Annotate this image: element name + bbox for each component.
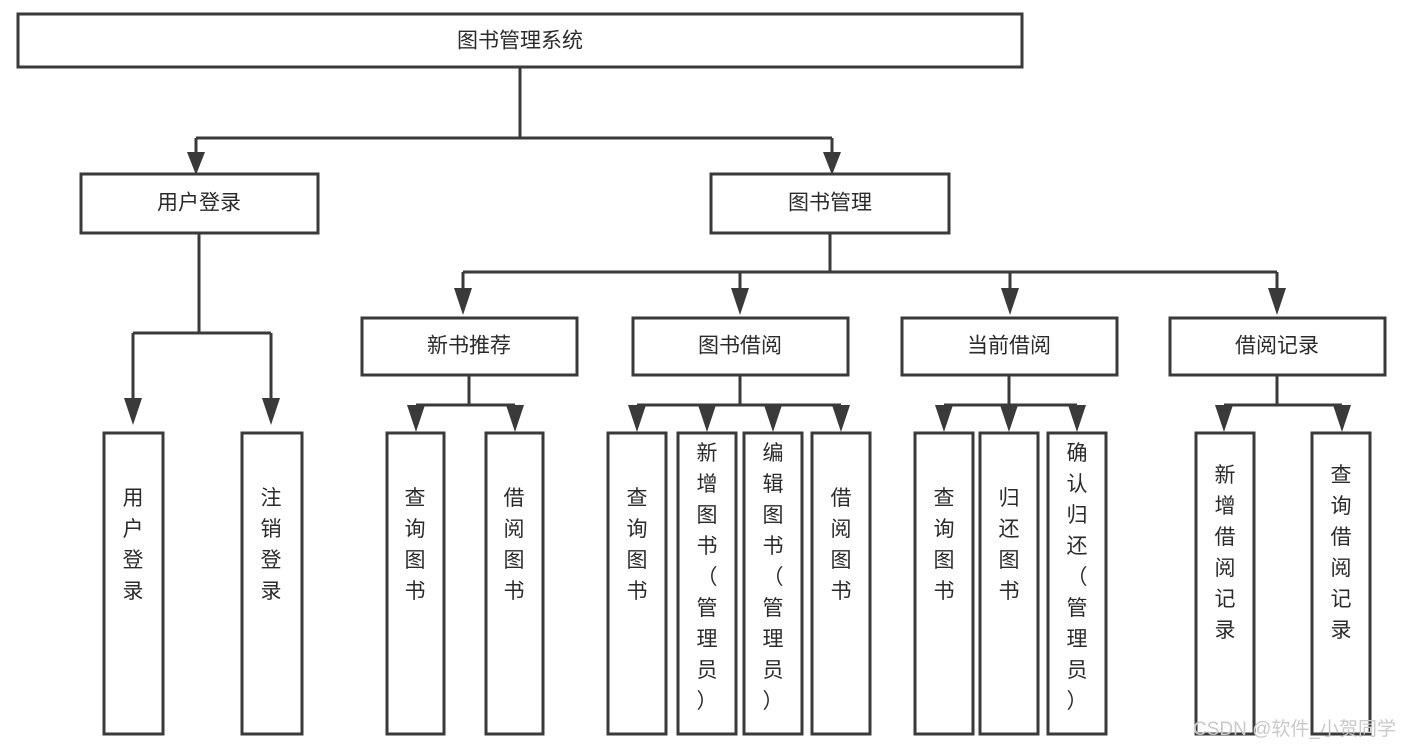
arrow-head-leaf-user-login (124, 398, 142, 425)
leaf-add-book-box[interactable] (676, 431, 738, 736)
leaf-confirm-return-label: 确认归还（管理员） (1067, 442, 1088, 713)
arrow-head-leaf-query-book-2 (628, 405, 646, 432)
leaf-return-book-box[interactable] (978, 431, 1040, 736)
leaf-user-login[interactable]: 用户登录 (102, 431, 165, 736)
connector-root-to-level2 (194, 67, 834, 158)
leaf-query-book-2-box[interactable] (606, 431, 668, 736)
leaf-query-book-1-box[interactable] (385, 431, 446, 736)
leaf-query-record-box[interactable] (1310, 431, 1372, 736)
arrow-head-leaf-user-logout (262, 398, 280, 425)
connector-bookmanage-to-level3 (461, 233, 1279, 292)
leaf-borrow-book-2-label: 借阅图书 (831, 487, 852, 603)
arrow-head-book-manage (823, 152, 841, 175)
leaf-query-book-3[interactable]: 查询图书 (913, 431, 975, 736)
leaf-query-book-1[interactable]: 查询图书 (385, 431, 446, 736)
leaf-add-record-label: 新增借阅记录 (1215, 464, 1236, 642)
leaf-borrow-book-2-box[interactable] (810, 431, 872, 736)
connector-borrowrecord-to-leaves (1222, 375, 1344, 412)
leaf-query-book-3-box[interactable] (913, 431, 975, 736)
arrow-head-leaf-query-book-1 (407, 405, 425, 432)
node-root[interactable]: 图书管理系统 (16, 12, 1024, 69)
connector-layer (124, 67, 1351, 432)
node-borrow-record[interactable]: 借阅记录 (1168, 316, 1387, 377)
node-book-borrow-label: 图书借阅 (698, 335, 782, 358)
node-new-book-recommend[interactable]: 新书推荐 (360, 316, 579, 377)
arrow-head-leaf-query-record (1333, 405, 1351, 432)
node-root-box[interactable] (16, 12, 1024, 69)
arrow-head-new-book-recommend (454, 288, 472, 315)
arrow-head-leaf-borrow-book-1 (506, 405, 524, 432)
leaf-borrow-book-2[interactable]: 借阅图书 (810, 431, 872, 736)
node-book-manage-label: 图书管理 (788, 192, 872, 215)
leaf-add-book[interactable]: 新增图书（管理员） (676, 431, 738, 736)
leaf-confirm-return[interactable]: 确认归还（管理员） (1046, 431, 1108, 736)
leaf-user-logout-label: 注销登录 (261, 487, 282, 603)
leaf-add-record-box[interactable] (1194, 431, 1256, 736)
leaf-borrow-book-1-label: 借阅图书 (504, 487, 525, 603)
node-current-borrow-box[interactable] (900, 316, 1119, 377)
leaf-borrow-book-1[interactable]: 借阅图书 (484, 431, 545, 736)
leaf-query-book-1-label: 查询图书 (405, 487, 426, 603)
leaf-user-login-box[interactable] (102, 431, 165, 736)
arrow-head-leaf-borrow-book-2 (832, 405, 850, 432)
node-borrow-record-label: 借阅记录 (1235, 335, 1319, 358)
connector-newbook-to-leaves (414, 375, 517, 412)
arrow-head-book-borrow (731, 288, 749, 315)
leaf-add-record[interactable]: 新增借阅记录 (1194, 431, 1256, 736)
leaf-edit-book[interactable]: 编辑图书（管理员） (742, 431, 804, 736)
connector-userlogin-to-leaves (131, 233, 273, 400)
leaf-query-record-label: 查询借阅记录 (1331, 464, 1352, 642)
arrow-head-borrow-record (1268, 288, 1286, 315)
connector-bookborrow-to-leaves (635, 375, 843, 412)
node-book-manage[interactable]: 图书管理 (709, 172, 951, 235)
node-current-borrow[interactable]: 当前借阅 (900, 316, 1119, 377)
node-root-label: 图书管理系统 (457, 30, 583, 53)
arrow-head-user-login (187, 152, 205, 175)
leaf-query-book-2-label: 查询图书 (627, 487, 648, 603)
node-book-borrow-box[interactable] (631, 316, 850, 377)
node-new-book-recommend-box[interactable] (360, 316, 579, 377)
leaf-query-record[interactable]: 查询借阅记录 (1310, 431, 1372, 736)
node-book-borrow[interactable]: 图书借阅 (631, 316, 850, 377)
leaf-edit-book-box[interactable] (742, 431, 804, 736)
node-user-login-label: 用户登录 (157, 192, 241, 215)
leaf-return-book-label: 归还图书 (999, 487, 1020, 603)
arrow-head-leaf-query-book-3 (935, 405, 953, 432)
leaf-return-book[interactable]: 归还图书 (978, 431, 1040, 736)
leaf-user-login-label: 用户登录 (123, 487, 144, 603)
leaf-add-book-label: 新增图书（管理员） (697, 442, 718, 713)
csdn-watermark: CSDN @软件_小贺同学 (1193, 718, 1396, 740)
node-new-book-recommend-label: 新书推荐 (427, 335, 511, 358)
leaf-user-logout-box[interactable] (240, 431, 304, 736)
node-borrow-record-box[interactable] (1168, 316, 1387, 377)
leaf-query-book-2[interactable]: 查询图书 (606, 431, 668, 736)
leaf-query-book-3-label: 查询图书 (934, 487, 955, 603)
arrow-head-leaf-edit-book (764, 405, 782, 432)
node-user-login[interactable]: 用户登录 (79, 172, 320, 235)
node-user-login-box[interactable] (79, 172, 320, 235)
arrow-head-leaf-return-book (1000, 405, 1018, 432)
arrow-head-current-borrow (1001, 288, 1019, 315)
leaf-user-logout[interactable]: 注销登录 (240, 431, 304, 736)
leaf-edit-book-label: 编辑图书（管理员） (763, 442, 784, 713)
node-current-borrow-label: 当前借阅 (967, 335, 1051, 358)
leaf-borrow-book-1-box[interactable] (484, 431, 545, 736)
leaf-confirm-return-box[interactable] (1046, 431, 1108, 736)
arrow-head-leaf-confirm-return (1068, 405, 1086, 432)
arrow-head-leaf-add-book (698, 405, 716, 432)
node-book-manage-box[interactable] (709, 172, 951, 235)
arrow-head-leaf-add-record (1215, 405, 1233, 432)
